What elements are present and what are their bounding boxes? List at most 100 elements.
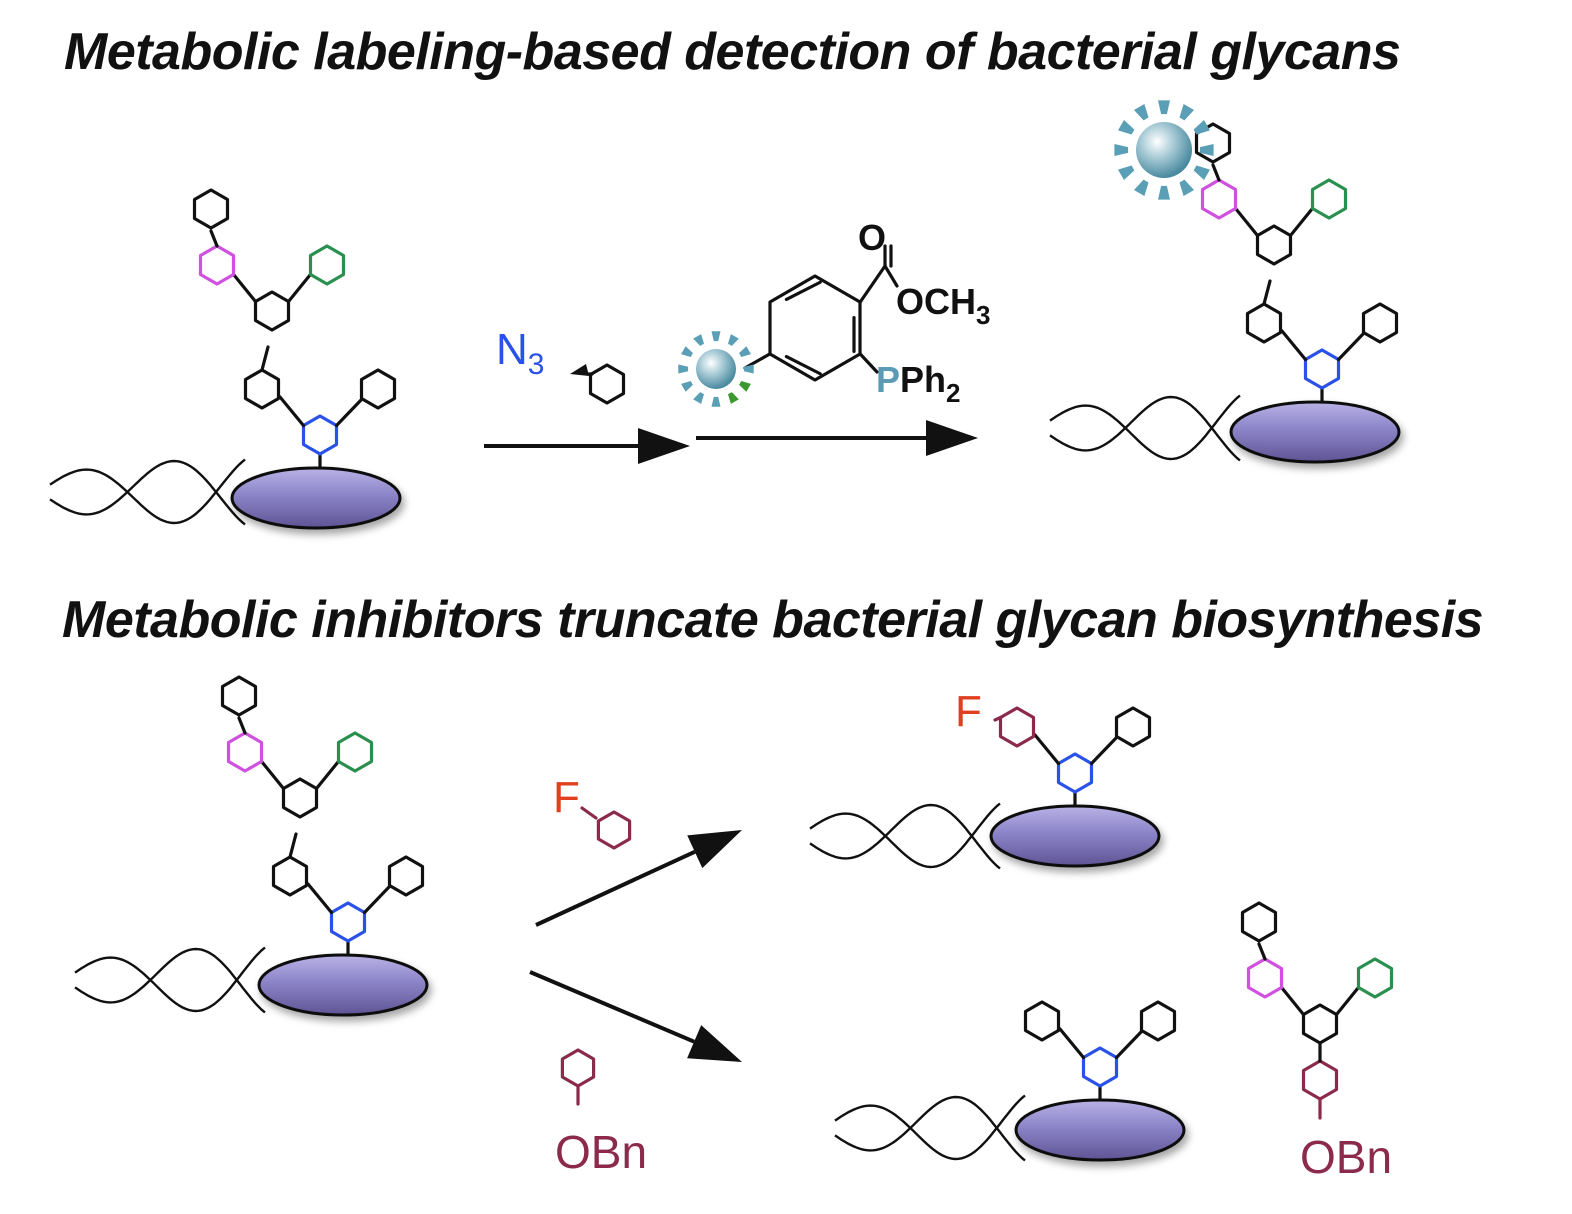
glycosidic-bond	[288, 832, 298, 859]
fluoro-reagent-label: F	[553, 773, 580, 822]
glycosidic-bond	[883, 264, 899, 288]
sugar-ring	[387, 855, 425, 897]
sugar-ring-layer	[192, 122, 1399, 1120]
reaction-arrow-head	[687, 1025, 742, 1062]
fluoro-product-label: F	[955, 687, 982, 736]
glycosidic-bond	[260, 345, 270, 372]
green-ring	[336, 731, 374, 773]
benzene-ring	[768, 274, 862, 382]
fluorophore-ray	[1179, 179, 1194, 196]
cell-layer	[49, 394, 1401, 1162]
fluorophore-ray	[1134, 104, 1149, 121]
sugar-ring	[1240, 901, 1278, 943]
bacterial-cell	[1014, 1098, 1186, 1162]
bacterial-cell	[230, 466, 402, 530]
glycosidic-bond	[784, 355, 822, 376]
sugar-ring	[271, 855, 309, 897]
sugar-ring	[253, 290, 291, 332]
helix-strand	[1049, 394, 1241, 461]
sugar-ring	[1245, 302, 1283, 344]
sugar-ring	[1361, 302, 1399, 344]
fluorophore-ray	[1134, 179, 1149, 196]
inhibitor-ring	[1301, 1059, 1339, 1101]
glycosidic-bond	[278, 395, 306, 428]
fluorophore-ray	[1179, 104, 1194, 121]
helix-strand	[74, 947, 266, 1014]
glycosidic-bond	[334, 397, 364, 428]
helix-strand	[834, 1094, 1026, 1161]
sugar-ring	[1139, 1000, 1177, 1042]
glycosidic-bond	[993, 715, 1003, 722]
glycosidic-bond	[1234, 207, 1260, 238]
blue-ring	[329, 901, 367, 943]
blue-ring	[301, 414, 339, 456]
glycosidic-bond	[1114, 1029, 1144, 1060]
fluorophore-ray	[678, 364, 689, 374]
blue-ring	[1081, 1046, 1119, 1088]
helix-strand	[834, 1095, 1026, 1162]
bacterial-cell	[989, 804, 1161, 868]
reaction-arrow-head	[687, 830, 742, 869]
glycosidic-bond	[1211, 163, 1221, 182]
glycosidic-bond	[362, 884, 392, 915]
inhibitor-ring	[596, 810, 632, 850]
sugar-ring	[359, 368, 397, 410]
fluorophore-ray	[693, 334, 704, 346]
sugar-ring	[1255, 224, 1293, 266]
fluorophore-ray	[728, 334, 739, 346]
magenta-ring	[226, 731, 264, 773]
phosphine-label: PPh2	[876, 359, 961, 408]
obn-reagent-label: OBn	[555, 1126, 647, 1178]
blue-ring	[1303, 348, 1341, 390]
fluorophore-ray	[681, 346, 693, 357]
fluorophore-ray	[1193, 165, 1210, 180]
fluorophore-ray	[1118, 165, 1135, 180]
green-ring	[308, 244, 346, 286]
fluorophore-ray	[1199, 144, 1214, 156]
sugar-ring	[588, 363, 626, 405]
sugar-ring	[243, 368, 281, 410]
sugar-ring	[281, 777, 319, 819]
fluorophore-ray	[1114, 144, 1129, 156]
glycosidic-bond	[858, 352, 879, 374]
reaction-arrow-shaft	[535, 849, 696, 927]
green-ring	[1356, 957, 1394, 999]
inhibitor-ring	[560, 1048, 596, 1088]
reaction-arrow-head	[926, 420, 978, 456]
glycosidic-bond	[784, 280, 822, 301]
magenta-ring	[1246, 957, 1284, 999]
fluorophore-sphere	[1136, 122, 1192, 178]
sugar-ring	[192, 188, 230, 230]
fluorophore-ray	[693, 392, 704, 404]
fluorophore-ray	[1158, 100, 1170, 115]
magenta-ring	[198, 244, 236, 286]
glycosidic-bond	[1280, 986, 1306, 1017]
fluorophore-label-icon	[1114, 100, 1214, 200]
bacterial-cell	[257, 953, 429, 1017]
glycosidic-bond	[286, 273, 312, 304]
glycosidic-bond	[306, 882, 334, 915]
fluorophore-ray	[1193, 120, 1210, 135]
helix-strand	[809, 803, 1001, 870]
helix-strand	[49, 459, 246, 526]
reaction-arrow-head	[638, 428, 690, 464]
blue-ring	[1056, 752, 1094, 794]
glycosidic-bond	[314, 760, 340, 791]
glycosidic-bond	[1336, 331, 1366, 362]
fluorophore-ray	[681, 381, 693, 392]
magenta-ring	[1200, 178, 1238, 220]
fluorophore-ray	[711, 331, 721, 342]
fluorophore-ray	[711, 396, 721, 407]
helix-strand	[1049, 395, 1241, 462]
glycosidic-bond	[1257, 942, 1267, 961]
carbonyl-oxygen-label: O	[858, 217, 886, 258]
sugar-ring	[1301, 1003, 1339, 1045]
fluorophore-ray	[739, 381, 751, 392]
helix-strand	[49, 458, 246, 525]
fluorophore-ray	[1158, 185, 1170, 200]
glycosidic-bond	[260, 760, 286, 791]
glycosidic-bond	[1089, 735, 1119, 766]
fluorophore-probe-icon	[678, 331, 754, 407]
title-inhibitors: Metabolic inhibitors truncate bacterial …	[62, 591, 1484, 649]
